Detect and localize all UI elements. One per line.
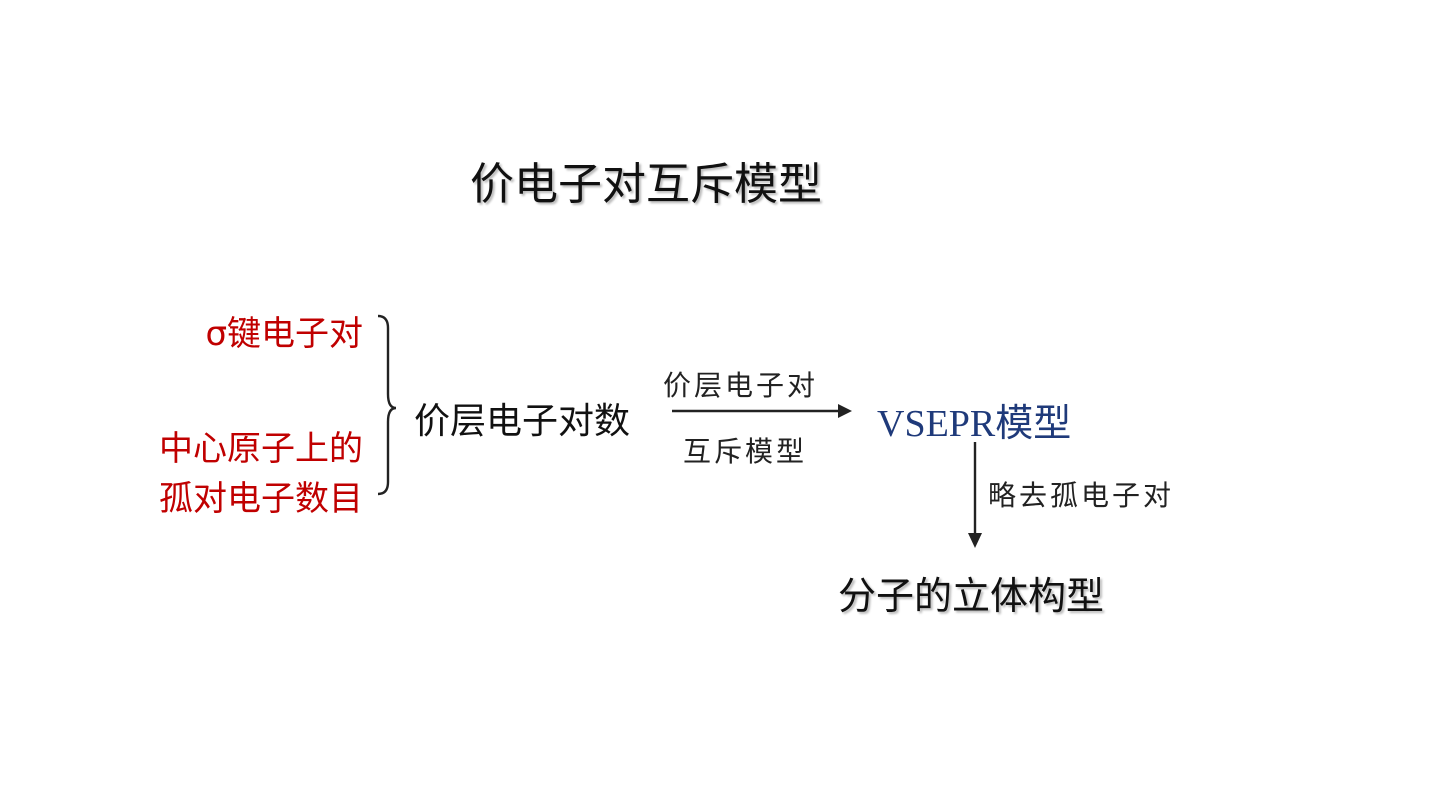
vertical-arrow-head	[968, 533, 982, 548]
lone-pair-line-1: 中心原子上的	[159, 429, 363, 469]
vsepr-cjk: 模型	[995, 401, 1072, 445]
arrow-bottom-label: 互斥模型	[683, 435, 808, 468]
vsepr-latin: VSEPR	[877, 403, 996, 445]
molecular-geometry-label: 分子的立体构型	[838, 574, 1105, 618]
sigma-bond-pairs-label: σ键电子对	[205, 314, 363, 354]
arrow-top-label: 价层电子对	[663, 369, 819, 402]
lone-pair-count-label: 中心原子上的 孤对电子数目	[159, 424, 363, 524]
diagram-title: 价电子对互斥模型	[470, 159, 822, 210]
valence-electron-pairs-label: 价层电子对数	[414, 401, 631, 442]
vertical-arrow-label: 略去孤电子对	[988, 479, 1175, 512]
lone-pair-line-2: 孤对电子数目	[159, 479, 363, 519]
vsepr-model-label: VSEPR模型	[877, 392, 1071, 447]
horizontal-arrow-head	[838, 404, 852, 418]
right-curly-brace	[377, 314, 397, 496]
